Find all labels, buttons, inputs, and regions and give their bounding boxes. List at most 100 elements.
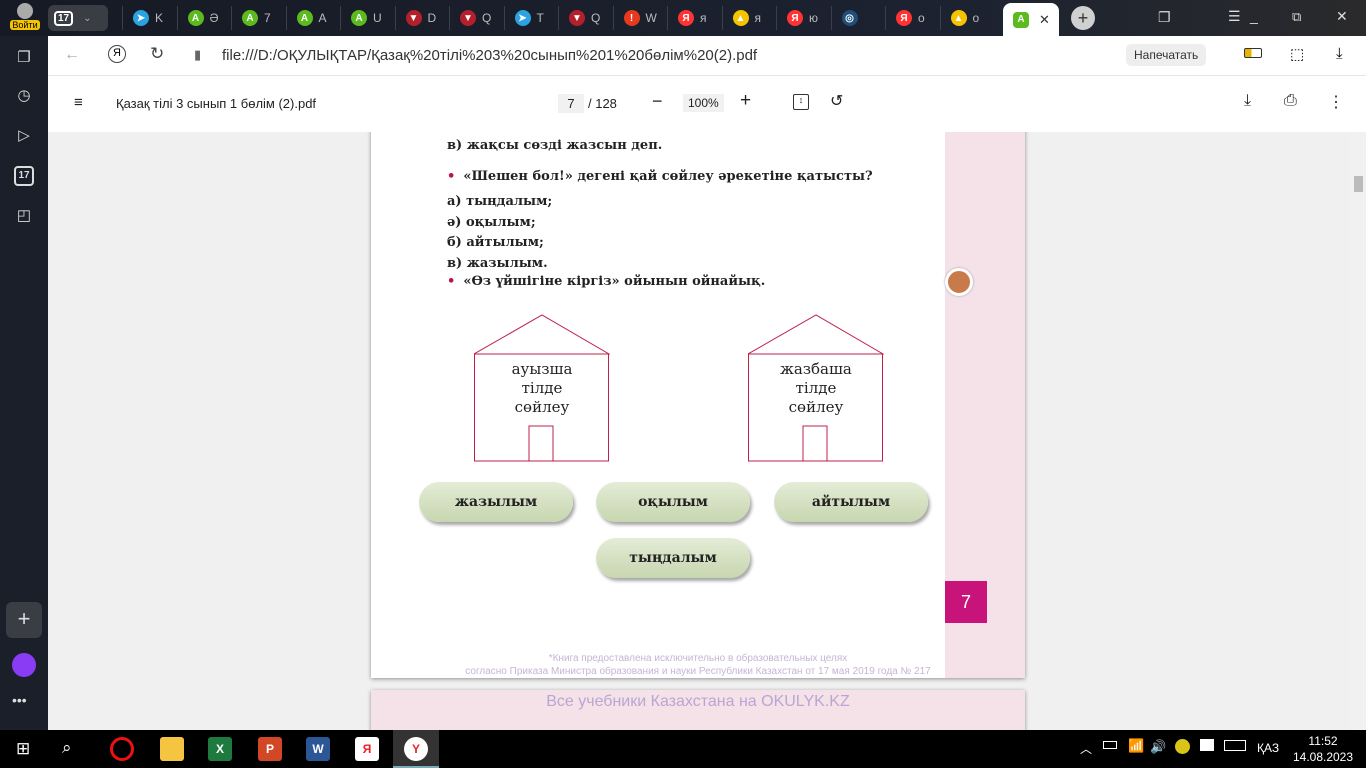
pdf-page-next: Все учебники Казахстана на OKULYK.KZ: [371, 690, 1025, 730]
language-indicator[interactable]: ҚАЗ: [1257, 741, 1280, 755]
screenshot-icon[interactable]: ◰: [16, 207, 32, 224]
word-icon[interactable]: W: [306, 737, 330, 761]
print-icon[interactable]: ⎙: [1284, 92, 1297, 109]
excel-icon[interactable]: X: [208, 737, 232, 761]
shield-red-icon: ▼: [569, 10, 585, 26]
alice-icon[interactable]: [12, 653, 36, 677]
browser-tab[interactable]: ➤K: [122, 6, 163, 30]
scrollbar[interactable]: [1350, 132, 1366, 730]
battery-icon[interactable]: [1103, 741, 1117, 749]
clock[interactable]: 11:52 14.08.2023: [1290, 733, 1356, 765]
tab-title: о: [972, 11, 980, 25]
windows-start-icon[interactable]: ⊞: [16, 739, 31, 758]
alert-icon: !: [623, 10, 640, 26]
shield-red-icon: ▼: [460, 10, 476, 26]
print-button[interactable]: Напечатать: [1126, 44, 1207, 66]
image-icon: ▲: [732, 10, 749, 26]
new-tab-button[interactable]: +: [1071, 6, 1095, 30]
tab-group-button[interactable]: 17 ⌄: [48, 5, 108, 31]
tab-title: я: [754, 11, 762, 25]
yandex-icon: Я: [678, 10, 694, 26]
restore-button[interactable]: ⧉: [1292, 9, 1302, 24]
option: б) айтылым;: [447, 235, 544, 250]
zoom-input[interactable]: 100%: [683, 94, 724, 112]
collections-icon[interactable]: ❐: [17, 49, 31, 66]
notifications-icon[interactable]: [1200, 739, 1214, 751]
telegram-icon: ➤: [133, 10, 149, 26]
close-tab-icon[interactable]: ✕: [1039, 11, 1050, 27]
add-panel-button[interactable]: +: [6, 602, 42, 638]
browser-tab[interactable]: ▲я: [721, 6, 762, 30]
rotate-button[interactable]: ↺: [830, 93, 844, 110]
browser-tab[interactable]: ▼Q: [558, 6, 600, 30]
menu-icon[interactable]: ☰: [1228, 8, 1241, 24]
search-icon[interactable]: ⌕: [62, 738, 72, 757]
browser-tab[interactable]: ▼D: [394, 6, 436, 30]
image-icon: ▲: [950, 10, 967, 26]
download-button[interactable]: ⤓: [1244, 92, 1252, 109]
opera-icon[interactable]: [110, 737, 134, 761]
play-icon[interactable]: ▷: [18, 127, 30, 144]
tab-title: A: [318, 11, 327, 25]
page-number-input[interactable]: 7: [558, 94, 584, 113]
more-options-icon[interactable]: ⋮: [1328, 94, 1344, 111]
tray-app-icon[interactable]: [1175, 739, 1190, 754]
address-bar: ← Я ↻ ▮ file:///D:/ОҚУЛЫҚТАР/Қазақ%20тіл…: [48, 36, 1366, 76]
option: а) тыңдалым;: [447, 194, 553, 209]
more-icon[interactable]: •••: [12, 692, 27, 708]
a-green-icon: A: [351, 10, 367, 26]
profile-login[interactable]: Войти: [10, 3, 40, 30]
browser-tab[interactable]: ➤T: [503, 6, 544, 30]
yandex-logo-icon[interactable]: Я: [108, 45, 126, 63]
minimize-button[interactable]: _: [1250, 8, 1258, 24]
zoom-in-button[interactable]: +: [740, 90, 752, 111]
yandex-icon[interactable]: Я: [355, 737, 379, 761]
explorer-icon[interactable]: [160, 737, 184, 761]
browser-tab[interactable]: ▲о: [939, 6, 980, 30]
active-tab[interactable]: A ✕: [1003, 3, 1059, 36]
tab-title: 7: [264, 11, 271, 25]
bookmarks-icon[interactable]: ❐: [1158, 9, 1171, 25]
option: в) жазылым.: [447, 255, 548, 271]
chevron-down-icon: ⌄: [83, 12, 92, 24]
back-icon[interactable]: ←: [64, 46, 80, 63]
fit-page-button[interactable]: ↕: [793, 94, 809, 110]
browser-tab[interactable]: !W: [612, 6, 657, 30]
calendar-icon[interactable]: 17: [14, 166, 34, 186]
battery-saver-icon[interactable]: [1244, 48, 1262, 58]
powerpoint-icon[interactable]: P: [258, 737, 282, 761]
edu-icon: ◎: [841, 10, 858, 26]
page-total: / 128: [588, 96, 617, 111]
url-field[interactable]: file:///D:/ОҚУЛЫҚТАР/Қазақ%20тілі%203%20…: [222, 47, 758, 64]
history-icon[interactable]: ◷: [17, 87, 31, 104]
footnote: *Книга предоставлена исключительно в обр…: [548, 653, 848, 664]
scrollbar-thumb[interactable]: [1354, 176, 1363, 192]
task-text: «Өз үйшігіне кіргіз» ойынын ойнайық.: [463, 274, 766, 289]
browser-tab[interactable]: ▼Q: [449, 6, 491, 30]
page-number-badge: 7: [945, 581, 987, 623]
browser-tab[interactable]: ◎: [830, 6, 864, 30]
pdf-title: Қазақ тілі 3 сынып 1 бөлім (2).pdf: [116, 96, 317, 111]
tab-title: Q: [591, 11, 601, 25]
close-window-button[interactable]: ✕: [1336, 8, 1348, 24]
zoom-out-button[interactable]: −: [652, 91, 663, 111]
keyboard-icon[interactable]: [1224, 740, 1246, 751]
tray-chevron-icon[interactable]: ︿: [1080, 742, 1093, 756]
tab-title: U: [373, 11, 382, 25]
downloads-icon[interactable]: ⤓: [1336, 45, 1343, 62]
volume-icon[interactable]: 🔊: [1150, 739, 1167, 754]
a-green-icon: A: [187, 10, 204, 26]
yandex-browser-taskbar[interactable]: Y: [393, 730, 439, 768]
reload-icon[interactable]: ↻: [150, 44, 165, 63]
wifi-icon[interactable]: 📶: [1128, 738, 1145, 753]
extensions-icon[interactable]: ⬚: [1290, 46, 1305, 63]
menu-icon[interactable]: ≡: [74, 94, 83, 111]
